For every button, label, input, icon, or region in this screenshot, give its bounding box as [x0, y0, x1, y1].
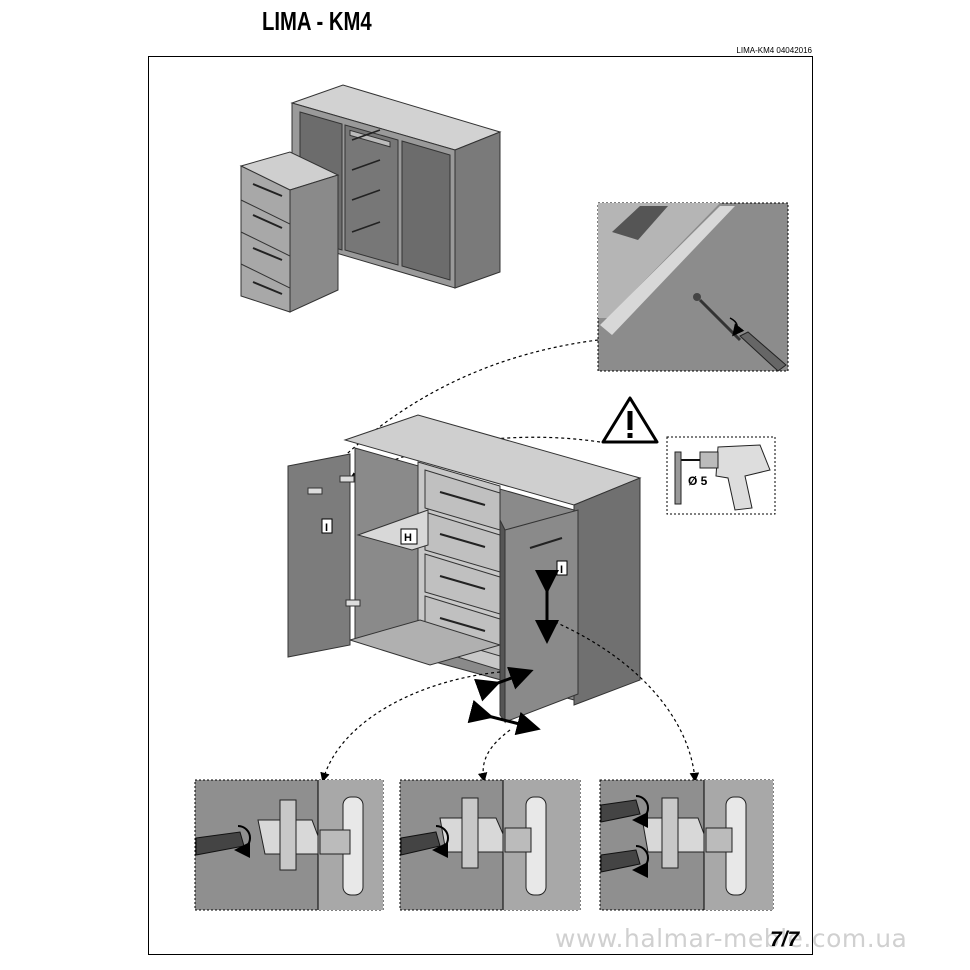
page-title: LIMA - KM4 — [262, 6, 372, 36]
page-frame — [148, 56, 813, 955]
adjustment-arrows — [467, 570, 559, 736]
hinge-detail-1 — [194, 779, 384, 911]
hinge-icon — [439, 796, 547, 896]
document-reference: LIMA-KM4 04042016 — [736, 46, 812, 55]
drill-icon — [666, 436, 776, 515]
screwdriver-icon — [600, 795, 649, 878]
right-door-label: I — [560, 564, 563, 576]
warning-icon — [601, 396, 659, 444]
open-drawers — [239, 151, 340, 313]
screwdriver-icon — [400, 825, 449, 858]
main-cabinet — [287, 414, 642, 724]
hinge-detail-2 — [399, 779, 581, 911]
screwdriver-icon — [693, 293, 787, 372]
watermark-text: www.halmar-meble.com.ua — [555, 924, 908, 953]
hinge-detail-3 — [599, 779, 774, 911]
page-number: 7/7 — [770, 928, 800, 951]
drill-size-label: Ø 5 — [688, 474, 708, 488]
left-door-label: I — [325, 522, 328, 534]
cabinet-overview — [239, 84, 502, 313]
shelf-label: H — [404, 532, 412, 544]
hinge-icon — [641, 796, 747, 896]
screwdriver-icon — [195, 825, 251, 858]
screw-detail-inset — [597, 202, 789, 372]
hinge-icon — [257, 796, 364, 896]
